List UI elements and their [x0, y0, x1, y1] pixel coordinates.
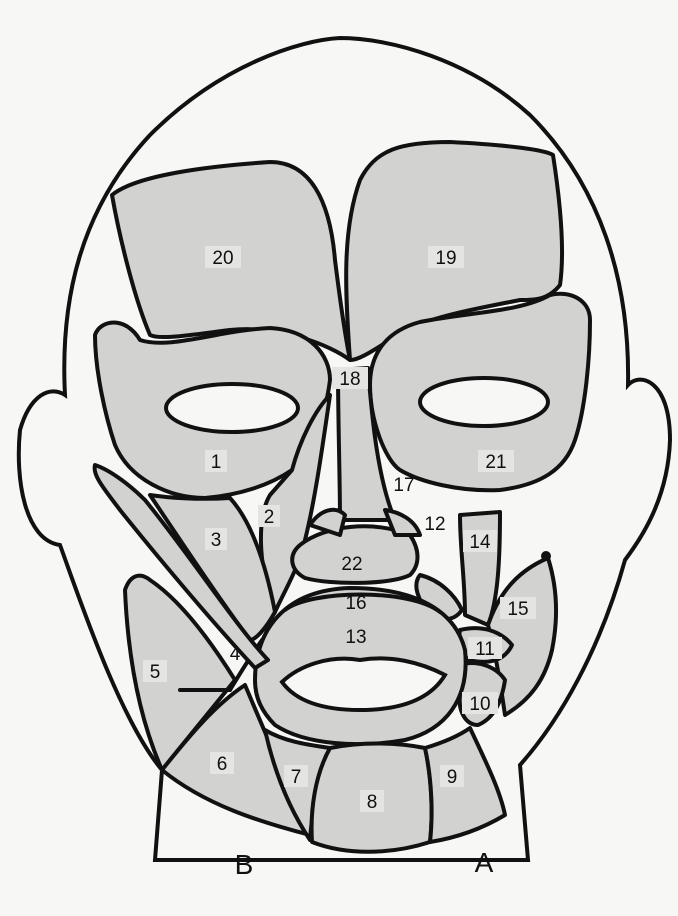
label-16: 16 — [345, 593, 366, 614]
eye-right — [420, 378, 548, 426]
label-7: 7 — [291, 767, 302, 788]
label-5: 5 — [150, 662, 161, 683]
label-19: 19 — [435, 248, 456, 269]
label-1: 1 — [211, 452, 222, 473]
label-18: 18 — [339, 369, 360, 390]
label-3: 3 — [211, 530, 222, 551]
label-11: 11 — [475, 639, 495, 660]
eye-left — [166, 384, 298, 432]
label-2: 2 — [264, 507, 275, 528]
label-17: 17 — [393, 475, 414, 496]
label-15: 15 — [507, 599, 528, 620]
label-22: 22 — [341, 554, 362, 575]
label-13: 13 — [345, 627, 366, 648]
label-20: 20 — [212, 248, 233, 269]
muscle-15-tip — [541, 551, 551, 561]
label-4: 4 — [230, 644, 241, 665]
label-8: 8 — [367, 792, 378, 813]
label-9: 9 — [447, 767, 458, 788]
label-side-a: A — [475, 847, 494, 878]
label-14: 14 — [469, 532, 491, 553]
label-12: 12 — [424, 514, 445, 535]
label-side-b: B — [235, 849, 254, 880]
label-10: 10 — [469, 694, 490, 715]
label-21: 21 — [485, 452, 506, 473]
label-6: 6 — [217, 754, 228, 775]
